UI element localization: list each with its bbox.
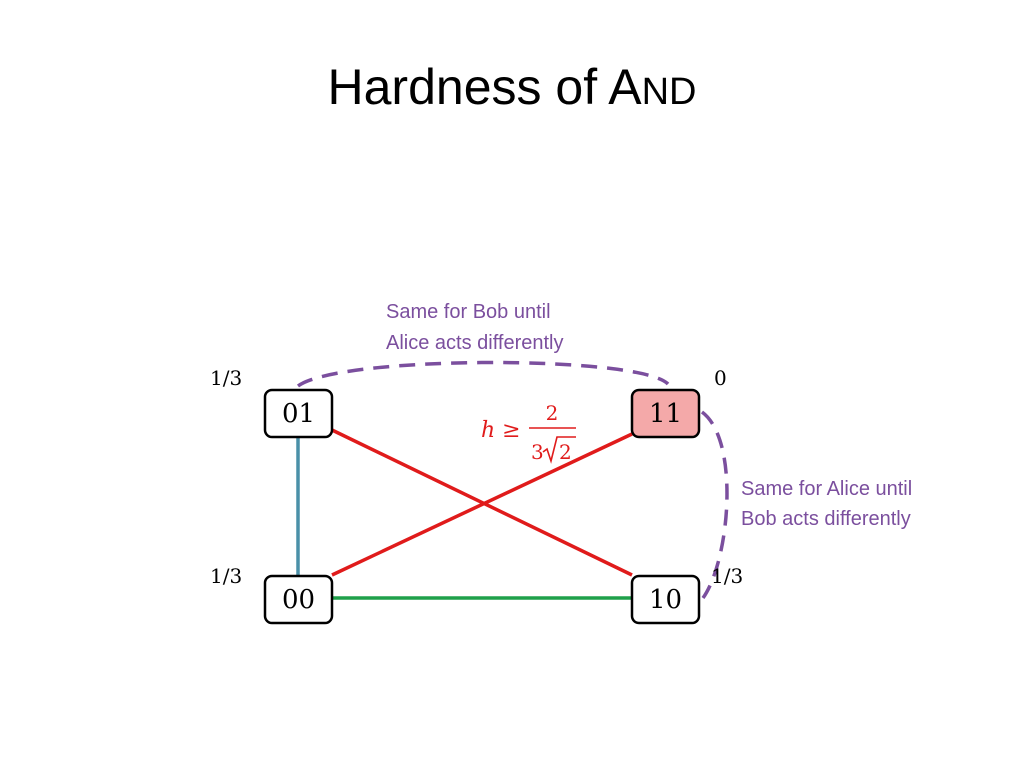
bob-indistinguishable-arc xyxy=(296,360,670,388)
node-00: 00 xyxy=(263,574,334,625)
node-10: 10 xyxy=(630,574,701,625)
node-00-box xyxy=(263,574,334,625)
node-00-prob: 1/3 xyxy=(210,564,242,588)
formula-numerator: 2 xyxy=(546,401,559,425)
slide-title: Hardness of AND xyxy=(0,62,1024,112)
formula-sqrt-sign xyxy=(542,436,576,464)
edge-00-11 xyxy=(331,432,633,577)
node-11: 11 xyxy=(630,388,701,439)
node-11-prob: 0 xyxy=(714,366,727,390)
node-11-label: 11 xyxy=(649,399,682,429)
alice-note-line-1: Same for Alice until xyxy=(741,478,912,500)
hardness-formula: h ≥ 2 3 2 xyxy=(481,401,576,464)
node-10-label: 10 xyxy=(649,585,682,615)
bob-note-line-1: Same for Bob until xyxy=(386,301,551,323)
title-main: Hardness of A xyxy=(327,59,642,115)
node-11-box xyxy=(630,388,701,439)
node-01-label: 01 xyxy=(282,399,315,429)
alice-note-line-2: Bob acts differently xyxy=(741,508,911,530)
node-01-box xyxy=(263,388,334,439)
formula-denominator-radicand: 2 xyxy=(559,440,572,464)
node-00-label: 00 xyxy=(282,585,315,615)
bob-note-line-2: Alice acts differently xyxy=(386,332,564,354)
formula-lhs: h ≥ xyxy=(481,418,521,443)
node-01-prob: 1/3 xyxy=(210,366,242,390)
node-01: 01 xyxy=(263,388,334,439)
node-10-box xyxy=(630,574,701,625)
formula-denominator-coef: 3 xyxy=(531,440,544,464)
node-10-prob: 1/3 xyxy=(711,564,743,588)
title-smallcaps: ND xyxy=(641,71,697,113)
edge-01-10 xyxy=(331,428,633,577)
